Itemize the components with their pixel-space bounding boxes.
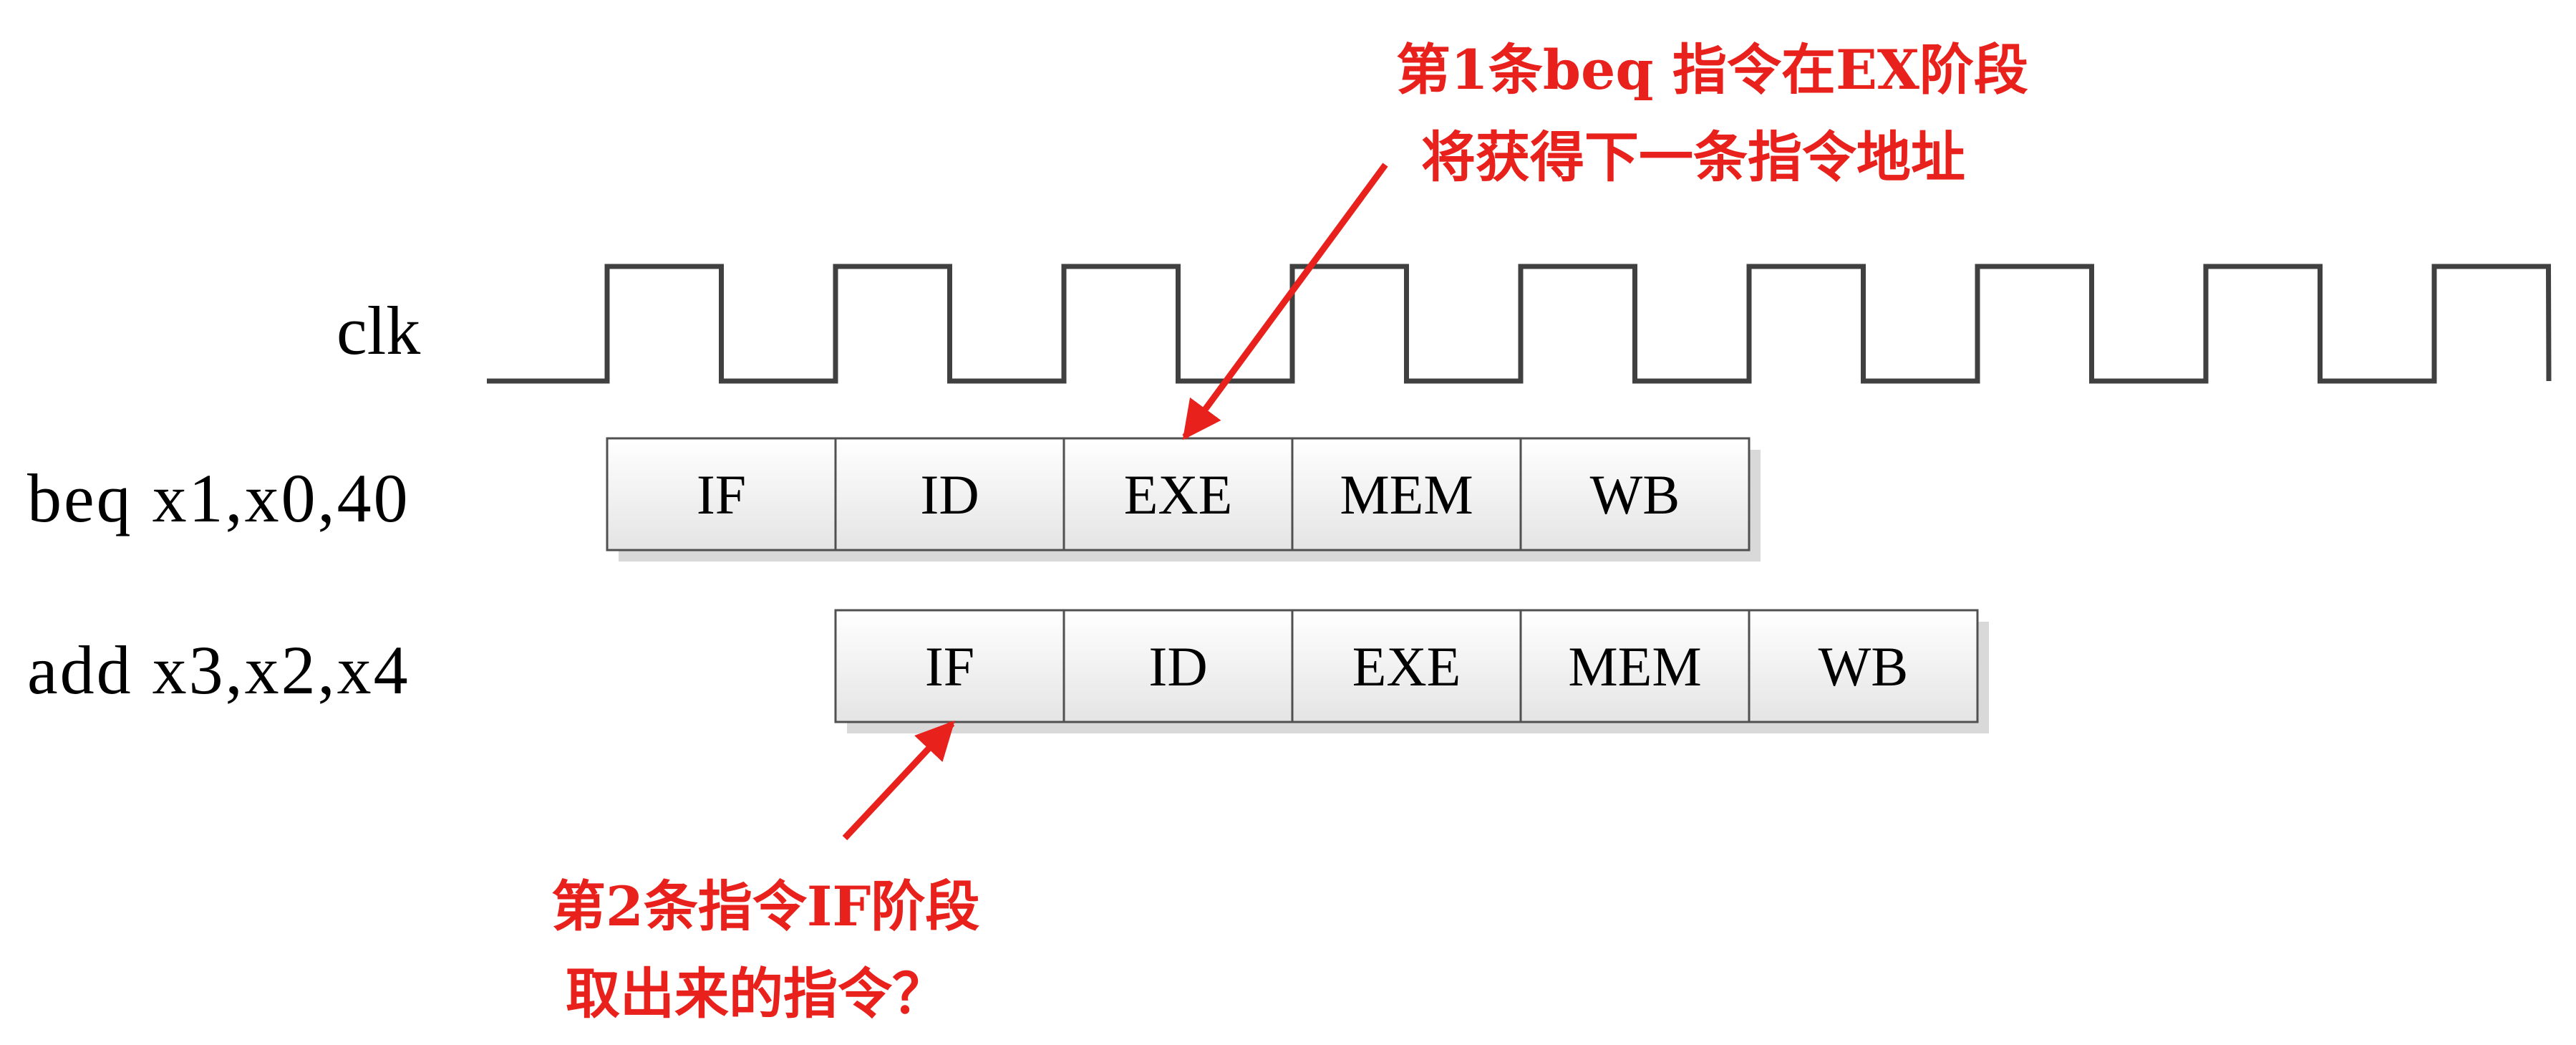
stage-box bbox=[606, 437, 837, 552]
annotation-beq-line2: 将获得下一条指令地址 bbox=[1421, 125, 1965, 189]
stage-label: ID bbox=[1148, 635, 1207, 698]
annotation-add-line2: 取出来的指令？ bbox=[566, 962, 946, 1026]
stage-cell-add-if: IF bbox=[834, 609, 1065, 723]
clock-waveform-group bbox=[487, 264, 2552, 384]
annotation-beq-line1: 第1条beq 指令在EX阶段 bbox=[1396, 38, 2028, 102]
stage-box bbox=[1291, 609, 1522, 723]
arrow-to-add-if bbox=[842, 721, 955, 841]
stage-box bbox=[1519, 437, 1751, 552]
stage-label: IF bbox=[925, 635, 974, 698]
stage-cell-beq-exe: EXE bbox=[1062, 437, 1294, 552]
stage-cell-add-mem: MEM bbox=[1519, 609, 1751, 723]
stage-box bbox=[1519, 609, 1751, 723]
clock-waveform bbox=[487, 264, 2552, 384]
stage-box bbox=[1062, 609, 1294, 723]
stage-box bbox=[834, 609, 1065, 723]
annotation-add-line1: 第2条指令IF阶段 bbox=[551, 875, 980, 938]
arrow-to-beq-exe bbox=[1182, 163, 1388, 440]
stage-label: WB bbox=[1590, 463, 1680, 526]
stage-label: MEM bbox=[1340, 463, 1473, 526]
stage-label: ID bbox=[920, 463, 979, 526]
stage-cell-add-id: ID bbox=[1062, 609, 1294, 723]
stage-box bbox=[1062, 437, 1294, 552]
stage-cell-beq-if: IF bbox=[606, 437, 837, 552]
clock-label: clk bbox=[336, 292, 421, 369]
stage-cell-add-wb: WB bbox=[1748, 609, 1979, 723]
stage-label: IF bbox=[697, 463, 746, 526]
instruction-label-add: add x3,x2,x4 bbox=[27, 632, 410, 708]
stage-cell-beq-id: ID bbox=[834, 437, 1065, 552]
stage-label: MEM bbox=[1568, 635, 1701, 698]
stage-label: EXE bbox=[1124, 463, 1233, 526]
stage-label: WB bbox=[1819, 635, 1909, 698]
stage-cell-add-exe: EXE bbox=[1291, 609, 1522, 723]
annotation-arrows bbox=[842, 163, 1388, 841]
stage-cell-beq-mem: MEM bbox=[1291, 437, 1522, 552]
stage-box bbox=[1291, 437, 1522, 552]
stage-cell-beq-wb: WB bbox=[1519, 437, 1751, 552]
pipeline-rows: IF ID EXE MEM WB IF ID EXE MEM WB bbox=[606, 437, 1989, 733]
stage-label: EXE bbox=[1352, 635, 1461, 698]
stage-box bbox=[834, 437, 1065, 552]
stage-box bbox=[1748, 609, 1979, 723]
instruction-label-beq: beq x1,x0,40 bbox=[27, 460, 410, 536]
